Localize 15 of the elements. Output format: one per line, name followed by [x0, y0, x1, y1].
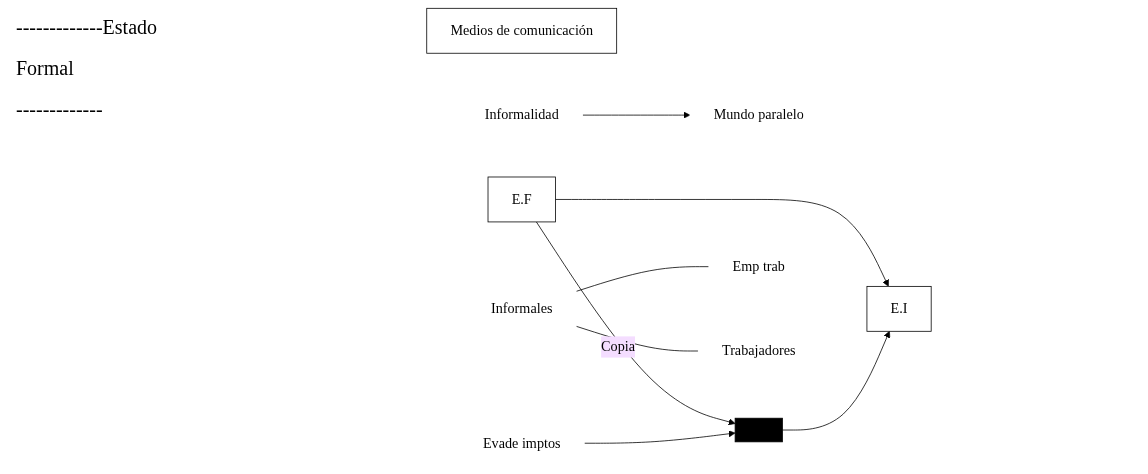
node-text: Trabajadores	[722, 342, 796, 359]
node-text: Informales	[491, 300, 553, 317]
edge-label: Copia	[601, 338, 636, 355]
note-text: -------------	[16, 98, 104, 121]
node-text: Mundo paralelo	[713, 106, 804, 123]
node-box: Medios de comunicación	[426, 7, 618, 54]
node-text: Emp trab	[732, 258, 785, 275]
node-box: E.I	[866, 285, 932, 332]
node-text: Informalidad	[484, 106, 559, 123]
connector	[575, 266, 710, 292]
note-text: Formal	[16, 57, 75, 80]
node-bar	[734, 417, 783, 443]
node-text: Evade imptos	[482, 434, 561, 451]
note-text: -------------Estado	[16, 16, 158, 39]
node-box: E.F	[487, 176, 556, 223]
